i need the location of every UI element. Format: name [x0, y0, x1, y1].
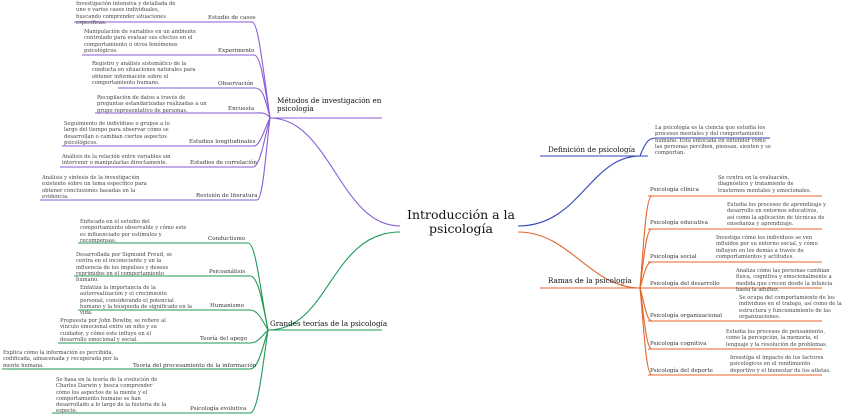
branches-desc-educational: Estudia los procesos de aprendizaje y de…	[727, 202, 827, 227]
methods-desc-longitudinal: Seguimiento de individuos o grupos a lo …	[64, 121, 170, 146]
theories-node-behaviorism[interactable]: Conductismo	[208, 236, 246, 242]
methods-desc-case-study: Investigación intensiva y detallada de u…	[76, 1, 176, 26]
theories-node-psychoanalysis[interactable]: Psicoanálisis	[209, 269, 246, 275]
theories-desc-evolutionary: Se basa en la teoría de la evolución de …	[56, 377, 167, 415]
branches-desc-cognitive: Estudia los procesos de pensamiento, com…	[726, 329, 828, 348]
central-topic[interactable]: Introducción a la psicología	[398, 208, 524, 236]
branch-methods-line2: psicología	[277, 104, 314, 113]
branches-node-cognitive[interactable]: Psicología cognitiva	[650, 341, 707, 347]
methods-connectors	[40, 21, 401, 227]
branch-definition[interactable]: Definición de psicología	[548, 145, 636, 154]
methods-desc-correlation: Análisis de la relación entre variables …	[62, 154, 171, 167]
theories-desc-information-processing: Explica cómo la información es percibida…	[3, 350, 119, 369]
branches-connectors	[517, 195, 822, 376]
branches-node-development[interactable]: Psicología del desarrollo	[650, 281, 720, 287]
methods-node-observation[interactable]: Observación	[218, 81, 254, 87]
methods-node-literature[interactable]: Revisión de literatura	[196, 193, 258, 199]
theories-node-evolutionary[interactable]: Psicología evolutiva	[190, 406, 247, 412]
definition-desc: La psicología es la ciencia que estudia …	[655, 125, 771, 157]
central-topic-line2: psicología	[429, 221, 493, 236]
branch-methods[interactable]: Métodos de investigación en psicología	[277, 97, 387, 113]
branches-node-educational[interactable]: Psicología educativa	[650, 220, 708, 226]
central-topic-line1: Introducción a la	[407, 207, 515, 222]
methods-node-case-study[interactable]: Estudio de casos	[208, 15, 256, 21]
branches-desc-development: Analiza cómo las personas cambian física…	[736, 268, 833, 293]
theories-node-humanism[interactable]: Humanismo	[210, 303, 245, 309]
theories-node-attachment[interactable]: Teoría del apego	[200, 336, 248, 342]
methods-node-correlation[interactable]: Estudios de correlación	[190, 160, 258, 166]
methods-node-experiment[interactable]: Experimento	[218, 48, 255, 54]
theories-desc-attachment: Propuesta por John Bowlby, se refiere al…	[60, 318, 166, 343]
theories-connectors	[2, 231, 401, 414]
branches-node-organizational[interactable]: Psicología organizacional	[650, 313, 723, 319]
theories-desc-psychoanalysis: Desarrollada por Sigmund Freud, se centr…	[76, 252, 173, 284]
methods-desc-literature: Análisis y síntesis de la investigación …	[42, 175, 147, 200]
methods-desc-observation: Registro y análisis sistemático de la co…	[92, 61, 196, 86]
branches-desc-clinical: Se centra en la evaluación, diagnóstico …	[718, 175, 812, 194]
theories-desc-humanism: Enfatiza la importancia de la autorreali…	[80, 285, 192, 317]
branch-methods-line1: Métodos de investigación en	[277, 96, 382, 105]
branch-branches[interactable]: Ramas de la psicología	[548, 276, 632, 285]
definition-connectors	[517, 137, 770, 227]
branches-desc-social: Investiga cómo los individuos se ven inf…	[716, 235, 818, 260]
theories-node-information-processing[interactable]: Teoría del procesamiento de la informaci…	[133, 363, 257, 369]
branches-node-social[interactable]: Psicología social	[650, 254, 697, 260]
branches-node-clinical[interactable]: Psicología clínica	[650, 187, 699, 193]
methods-desc-survey: Recopilación de datos a través de pregun…	[97, 95, 207, 114]
methods-node-survey[interactable]: Encuesta	[228, 106, 255, 112]
branch-theories[interactable]: Grandes teorías de la psicología	[270, 319, 388, 328]
branches-node-sport[interactable]: Psicología del deporte	[650, 368, 713, 374]
branches-desc-organizational: Se ocupa del comportamiento de los indiv…	[739, 295, 842, 320]
theories-desc-behaviorism: Enfocado en el estudio del comportamient…	[80, 219, 187, 244]
methods-node-longitudinal[interactable]: Estudios longitudinales	[189, 139, 256, 145]
methods-desc-experiment: Manipulación de variables en un ambiente…	[84, 29, 197, 54]
branches-desc-sport: Investiga el impacto de los factores psi…	[730, 355, 831, 374]
